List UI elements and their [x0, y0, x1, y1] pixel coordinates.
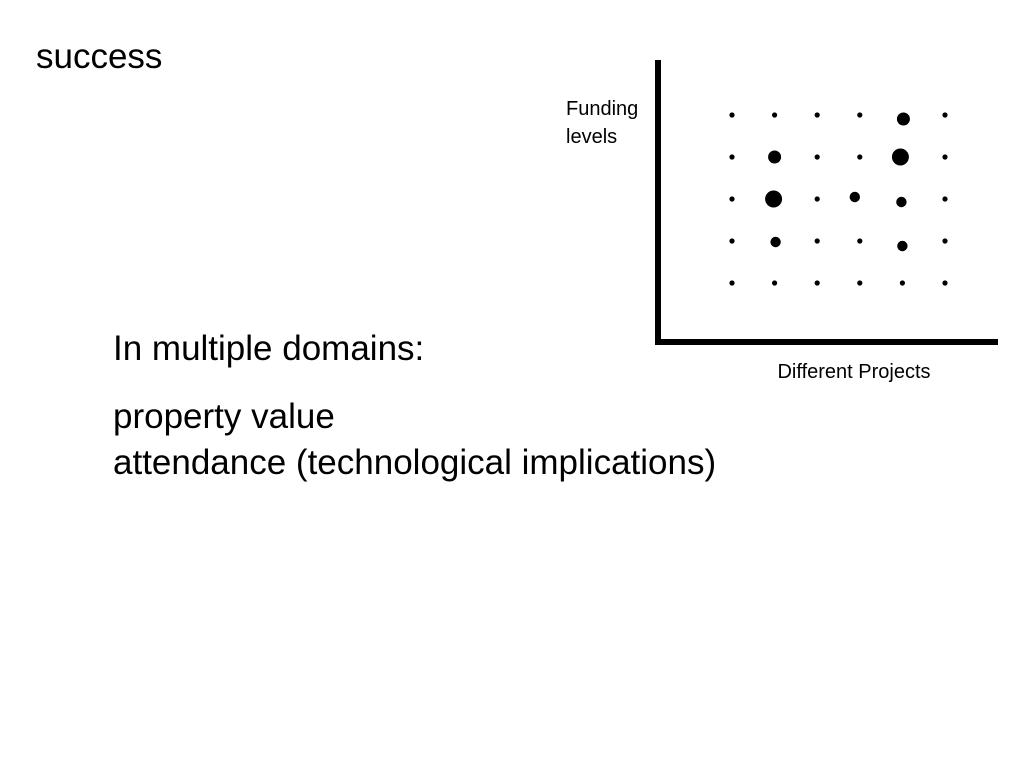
x-axis-label: Different Projects [777, 361, 930, 383]
data-point-4-4 [857, 154, 863, 160]
data-point-1-4 [729, 154, 735, 160]
data-point-5-1 [899, 280, 905, 286]
data-point-6-3 [942, 196, 948, 202]
funding-scatter-chart: Funding levels Different Projects [566, 60, 998, 383]
data-point-3-5 [814, 112, 820, 118]
data-point-1-2 [729, 238, 735, 244]
data-point-6-5 [942, 112, 948, 118]
data-point-4-3 [849, 191, 860, 203]
data-point-2-4 [768, 150, 782, 164]
data-point-5-3 [896, 196, 907, 208]
data-point-6-2 [942, 238, 948, 244]
data-point-6-1 [942, 280, 948, 286]
data-point-6-4 [942, 154, 948, 160]
slide-body: In multiple domains: property value atte… [113, 326, 716, 486]
body-item-attendance: attendance (technological implications) [113, 443, 717, 482]
data-point-2-1 [772, 280, 778, 286]
data-point-1-3 [729, 196, 735, 202]
data-points [729, 112, 948, 286]
data-point-5-5 [896, 112, 910, 126]
data-point-3-2 [814, 238, 820, 244]
data-point-3-1 [814, 280, 820, 286]
data-point-3-3 [814, 196, 820, 202]
data-point-5-2 [897, 240, 908, 252]
y-axis-label-line-2: levels [566, 126, 617, 148]
data-point-4-5 [857, 112, 863, 118]
data-point-4-2 [857, 238, 863, 244]
y-axis-label: Funding levels [566, 98, 638, 148]
data-point-4-1 [857, 280, 863, 286]
data-point-3-4 [814, 154, 820, 160]
data-point-1-1 [729, 280, 735, 286]
body-item-property-value: property value [113, 397, 335, 436]
slide-title: success [36, 37, 163, 76]
body-intro: In multiple domains: [113, 329, 425, 368]
data-point-5-4 [891, 148, 909, 166]
data-point-1-5 [729, 112, 735, 118]
data-point-2-3 [765, 190, 783, 208]
y-axis-label-line-1: Funding [566, 98, 638, 120]
data-point-2-2 [770, 236, 781, 248]
data-point-2-5 [772, 112, 778, 118]
